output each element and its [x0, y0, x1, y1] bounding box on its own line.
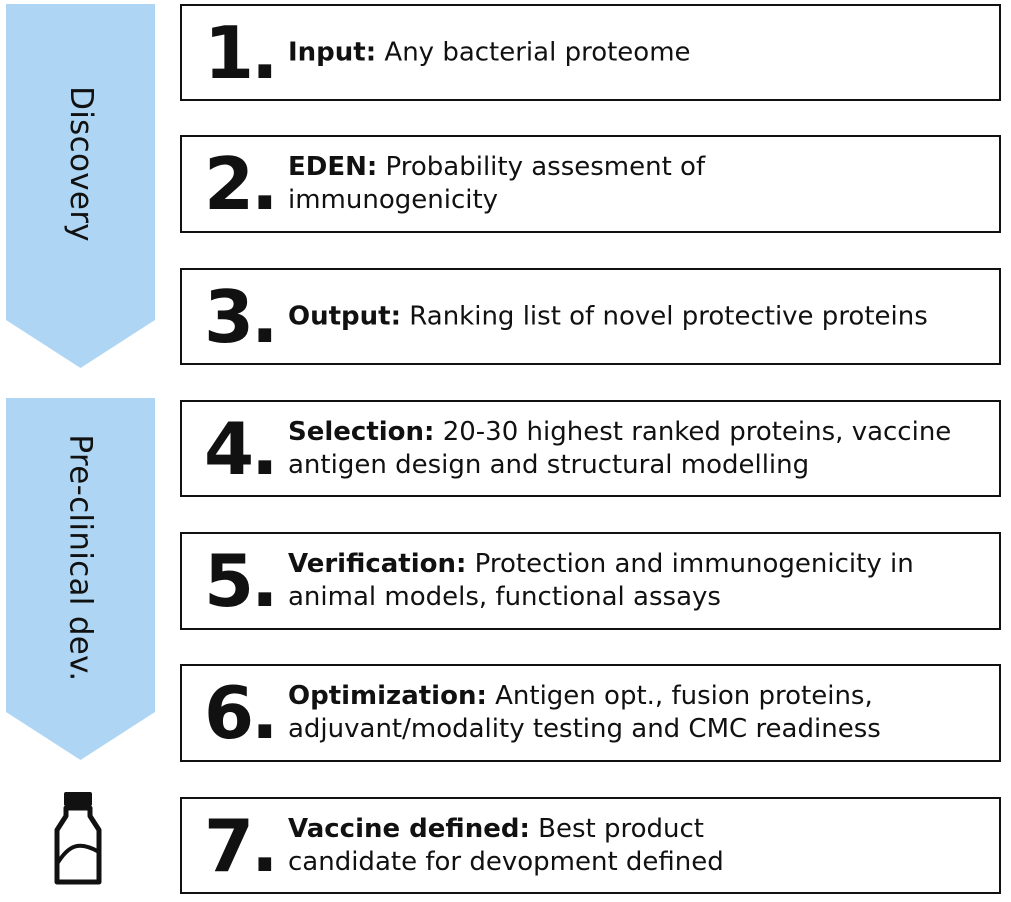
step-text-6: Optimization: Antigen opt., fusion prote… — [288, 680, 985, 746]
step-text-1: Input: Any bacterial proteome — [288, 36, 985, 69]
step-number-6: 6. — [204, 671, 278, 755]
step-heading-2: EDEN: — [288, 152, 378, 182]
vaccine-bottle-icon — [54, 792, 102, 885]
step-box-3: 3. Output: Ranking list of novel protect… — [180, 268, 1001, 365]
step-description-7: Best product candidate for devopment def… — [288, 813, 724, 877]
step-description-5: Protection and immunogenicity in animal … — [288, 549, 914, 612]
step-box-6: 6. Optimization: Antigen opt., fusion pr… — [180, 664, 1001, 762]
step-number-1: 1. — [204, 10, 278, 95]
step-box-5: 5. Verification: Protection and immunoge… — [180, 532, 1001, 630]
preclinical-phase-arrow — [6, 398, 155, 760]
preclinical-phase-label-wrap: Pre-clinical dev. — [6, 398, 155, 718]
step-text-5: Verification: Protection and immunogenic… — [288, 548, 985, 614]
step-description-4: 20-30 highest ranked proteins, vaccine a… — [288, 416, 952, 480]
step-box-7: 7. Vaccine defined: Best product candida… — [180, 797, 1001, 894]
step-heading-1: Input: — [288, 37, 377, 67]
step-number-2: 2. — [204, 142, 278, 226]
step-description-6: Antigen opt., fusion proteins, adjuvant/… — [288, 681, 881, 744]
step-text-7: Vaccine defined: Best product candidate … — [288, 813, 839, 879]
step-box-1: 1. Input: Any bacterial proteome — [180, 4, 1001, 101]
step-box-2: 2. EDEN: Probability assesment of immuno… — [180, 135, 1001, 233]
step-heading-3: Output: — [288, 301, 401, 331]
preclinical-arrow-shape — [6, 398, 155, 760]
step-heading-7: Vaccine defined: — [288, 813, 530, 844]
step-description-1: Any bacterial proteome — [376, 37, 691, 67]
step-box-4: 4. Selection: 20-30 highest ranked prote… — [180, 400, 1001, 497]
step-text-4: Selection: 20-30 highest ranked proteins… — [288, 416, 985, 482]
preclinical-phase-label: Pre-clinical dev. — [62, 434, 99, 682]
discovery-phase-arrow — [6, 4, 155, 368]
step-text-2: EDEN: Probability assesment of immunogen… — [288, 151, 749, 217]
step-heading-5: Verification: — [288, 549, 467, 579]
step-number-7: 7. — [204, 803, 278, 888]
discovery-phase-label: Discovery — [62, 86, 99, 242]
step-heading-4: Selection: — [288, 416, 435, 447]
step-description-3: Ranking list of novel protective protein… — [401, 301, 928, 331]
step-number-5: 5. — [204, 539, 278, 623]
step-text-3: Output: Ranking list of novel protective… — [288, 300, 985, 333]
step-number-4: 4. — [204, 406, 278, 491]
discovery-phase-label-wrap: Discovery — [6, 4, 155, 324]
discovery-arrow-shape — [6, 4, 155, 368]
step-description-2: Probability assesment of immunogenicity — [288, 152, 706, 215]
step-number-3: 3. — [204, 274, 278, 359]
step-heading-6: Optimization: — [288, 681, 487, 711]
